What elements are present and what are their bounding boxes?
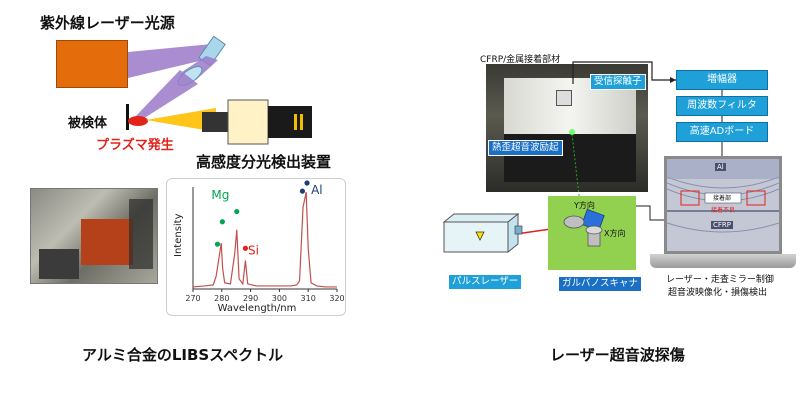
y-direction-label: Y方向 (574, 201, 595, 210)
x-tick-label: 310 (301, 294, 316, 303)
ut-caption: レーザー超音波探傷 (550, 346, 685, 364)
libs-equipment-photo (30, 188, 158, 284)
spectrum-line (192, 191, 337, 288)
detector-label: 高感度分光検出装置 (196, 153, 332, 171)
screen-cfrp-label: CFRP (711, 221, 733, 229)
peak-marker (214, 241, 221, 247)
libs-caption: アルミ合金のLIBSスペクトル (82, 346, 284, 364)
peak-annotation: Al (311, 183, 323, 197)
peak-marker (299, 188, 306, 194)
signal-wire (572, 61, 676, 84)
galvano-scanner-panel (548, 196, 636, 270)
peak-marker (242, 245, 249, 251)
plasma-label: プラズマ発生 (96, 138, 174, 153)
peak-marker (234, 208, 240, 215)
uv-beam-focus (134, 70, 198, 122)
x-tick-label: 270 (185, 294, 200, 303)
peak-marker (304, 180, 310, 186)
x-tick-label: 300 (272, 294, 287, 303)
scanner-callout: ガルバノスキャナ (558, 276, 643, 292)
uv-beam-horizontal (128, 44, 212, 78)
sample-label: 被検体 (68, 116, 108, 131)
laser-source-box (56, 40, 128, 88)
x-tick-label: 280 (214, 294, 229, 303)
amplifier-box: 増幅器 (676, 70, 768, 90)
material-label: CFRP/金属接着部材 (480, 55, 561, 65)
galvano-scanner-illustration (563, 208, 605, 247)
filter-box: 周波数フィルタ (676, 96, 768, 116)
screen-al-label: Al (715, 163, 726, 171)
laser-source-label: 紫外線レーザー光源 (40, 14, 175, 32)
laptop-caption-2: 超音波映像化・損傷検出 (668, 288, 768, 298)
ut-specimen-photo (486, 64, 648, 192)
x-tick-label: 290 (243, 294, 258, 303)
screen-defect-label: 接着不良 (711, 207, 736, 214)
x-tick-label: 320 (329, 294, 344, 303)
x-axis-label: Wavelength/nm (218, 303, 297, 314)
receiver-callout: 受信探触子 (590, 74, 646, 90)
plasma-spot (128, 116, 148, 126)
laptop-screen: Al 接着部 接着不良 CFRP (664, 156, 782, 254)
pulse-laser-callout: パルスレーザー (448, 274, 523, 290)
libs-beam-diagram (126, 35, 312, 145)
sample-bar (126, 104, 129, 130)
laptop-base (650, 254, 796, 268)
emission-cone (146, 108, 216, 132)
peak-annotation: Mg (211, 188, 229, 202)
excitation-callout: 熱歪超音波励起 (488, 140, 563, 156)
x-direction-label: X方向 (604, 229, 626, 238)
detector-body (227, 99, 269, 145)
screen-bond-label: 接着部 (713, 195, 732, 202)
detector-back (268, 106, 312, 138)
peak-marker (219, 219, 225, 225)
y-axis-label: Intensity (173, 213, 184, 257)
detector-lens-tube (202, 112, 232, 132)
laptop-caption-1: レーザー・走査ミラー制御 (666, 275, 774, 285)
ad-board-box: 高速ADボード (676, 122, 768, 142)
peak-annotation: Si (248, 243, 259, 257)
